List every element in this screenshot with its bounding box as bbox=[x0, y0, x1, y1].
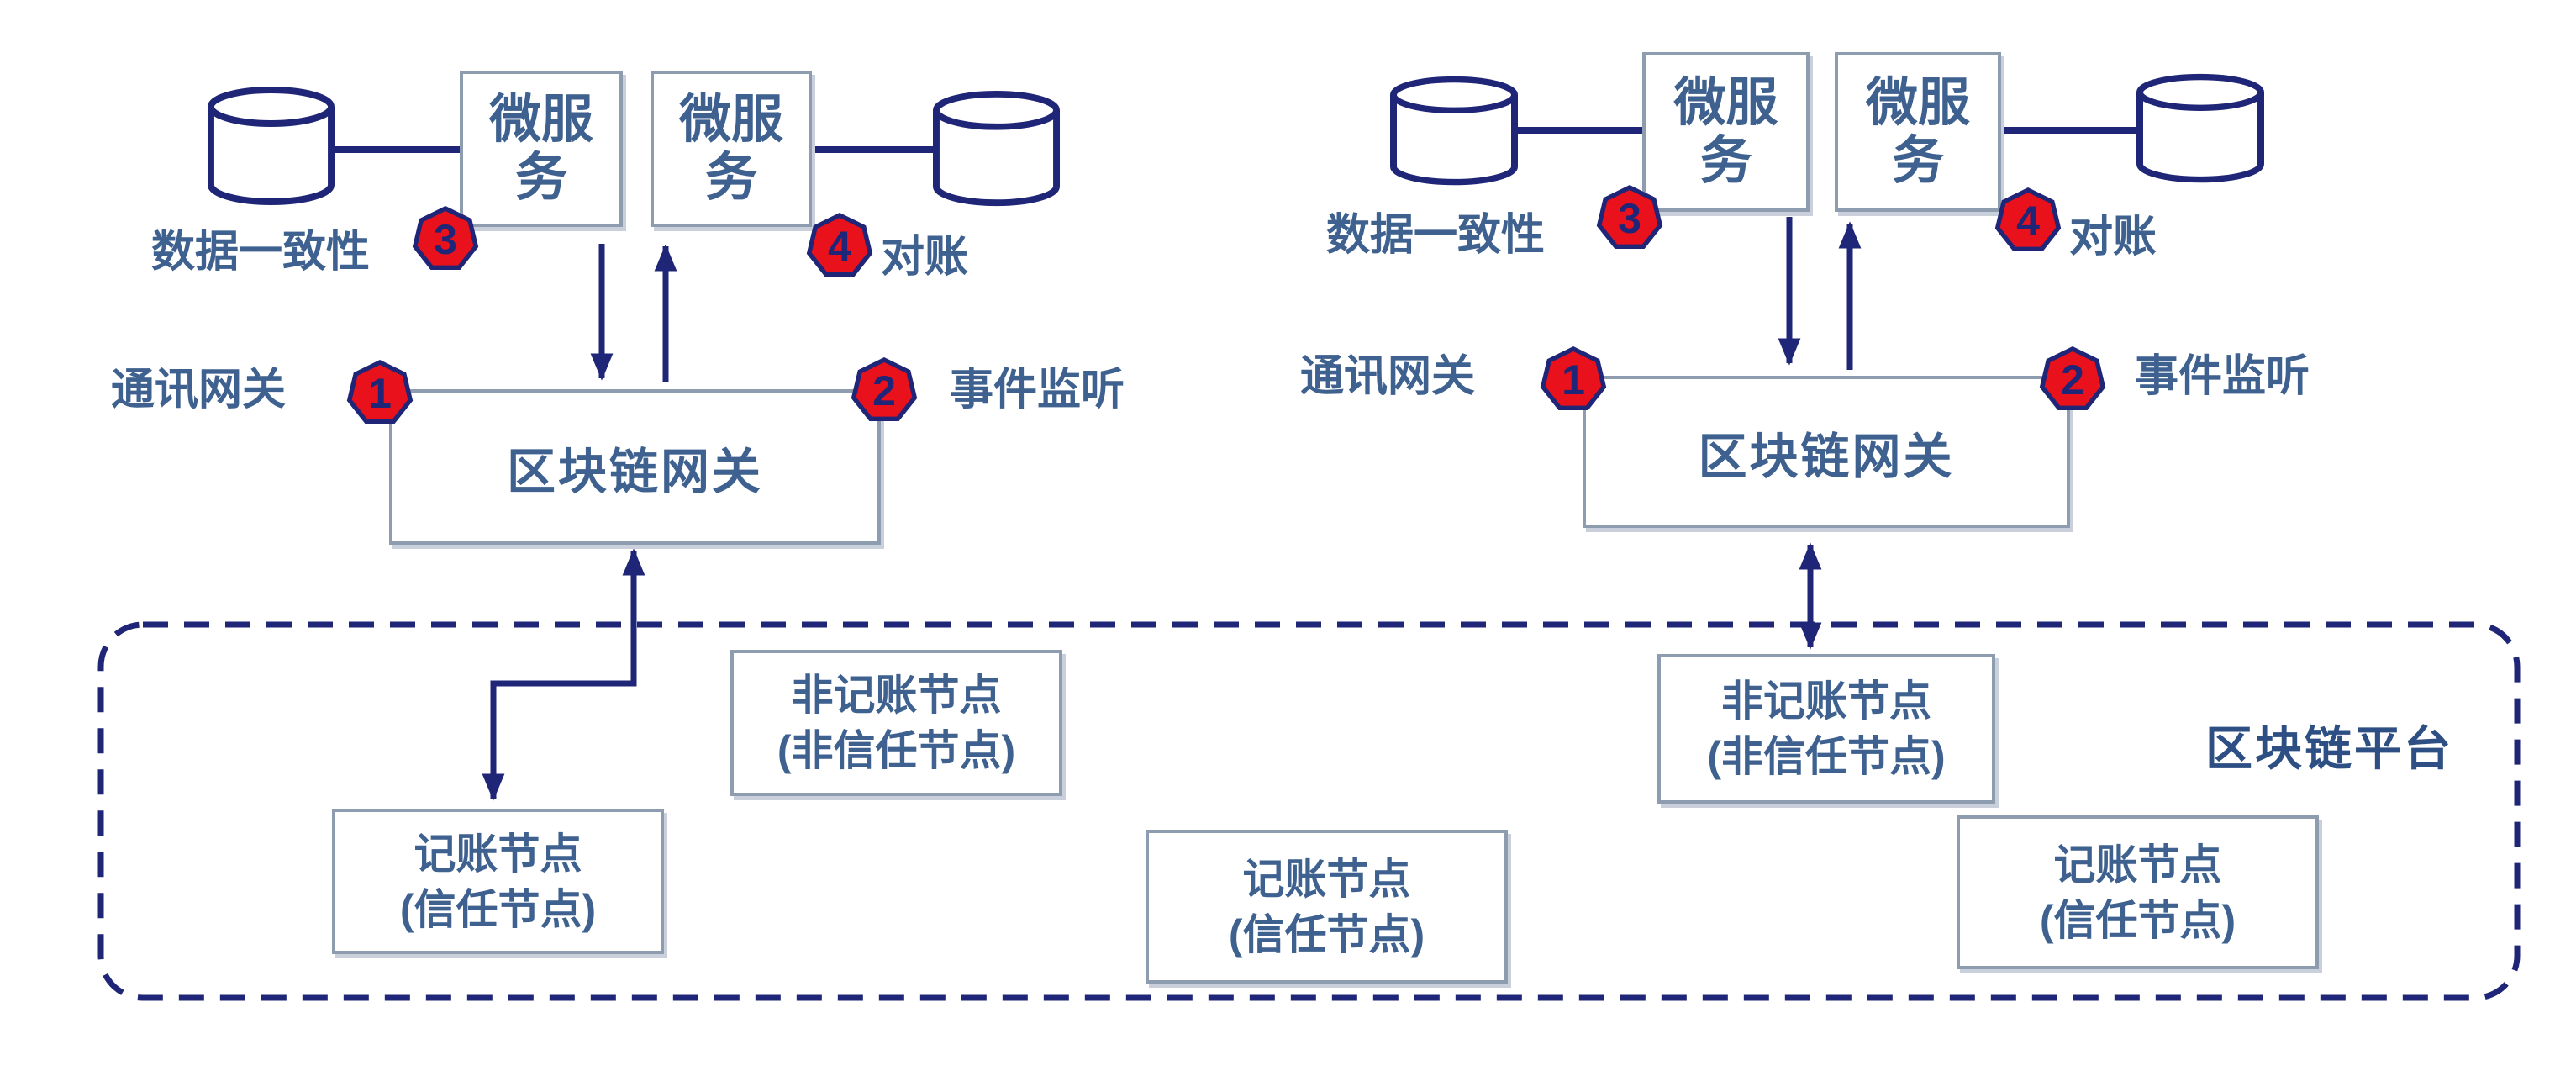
left-badge-4-number: 4 bbox=[828, 223, 851, 270]
left-badge-2-number: 2 bbox=[872, 367, 896, 414]
center-accounting-node-box: 记账节点 (信任节点) bbox=[1146, 830, 1508, 984]
right-gateway-box: 区块链网关 bbox=[1583, 376, 2070, 528]
left-microservice-box-2: 微服 务 bbox=[651, 71, 812, 227]
left-accounting-node-label: 记账节点 (信任节点) bbox=[399, 830, 597, 933]
right-microservice-box-1: 微服 务 bbox=[1642, 52, 1810, 212]
left-non-accounting-node-label: 非记账节点 (非信任节点) bbox=[777, 672, 1016, 774]
left-label-comm-gateway: 通讯网关 bbox=[111, 366, 287, 414]
left-badge-1: 1 bbox=[346, 360, 414, 427]
left-badge-3: 3 bbox=[412, 206, 479, 273]
left-badge-4: 4 bbox=[806, 213, 873, 280]
left-accounting-node-box: 记账节点 (信任节点) bbox=[332, 809, 664, 954]
left-microservice-1-label: 微服 务 bbox=[488, 90, 593, 207]
right-database-2-icon bbox=[2135, 73, 2266, 185]
left-label-data-consistency: 数据一致性 bbox=[151, 228, 371, 277]
left-microservice-2-label: 微服 务 bbox=[678, 90, 783, 207]
right-badge-1-number: 1 bbox=[1562, 356, 1585, 404]
left-gateway-accounting-connector bbox=[482, 548, 645, 801]
left-database-2-icon bbox=[931, 90, 1061, 208]
right-accounting-node-box: 记账节点 (信任节点) bbox=[1957, 815, 2319, 969]
right-badge-4-number: 4 bbox=[2016, 198, 2040, 245]
left-database-1-icon bbox=[206, 86, 336, 208]
right-badge-2-number: 2 bbox=[2061, 356, 2084, 404]
left-gateway-label: 区块链网关 bbox=[506, 444, 763, 499]
left-non-accounting-node-box: 非记账节点 (非信任节点) bbox=[730, 650, 1062, 796]
right-badge-3: 3 bbox=[1596, 185, 1663, 252]
right-label-data-consistency: 数据一致性 bbox=[1326, 211, 1546, 260]
platform-dashed-boundary bbox=[97, 621, 2521, 1001]
right-accounting-node-label: 记账节点 (信任节点) bbox=[2039, 841, 2236, 944]
left-microservice-box-1: 微服 务 bbox=[460, 71, 623, 227]
right-label-comm-gateway: 通讯网关 bbox=[1300, 352, 1476, 401]
right-microservice-2-label: 微服 务 bbox=[1865, 73, 1970, 190]
right-non-accounting-node-box: 非记账节点 (非信任节点) bbox=[1657, 654, 1995, 804]
right-non-accounting-node-label: 非记账节点 (非信任节点) bbox=[1707, 678, 1946, 780]
left-badge-3-number: 3 bbox=[434, 216, 457, 263]
left-badge-1-number: 1 bbox=[368, 370, 392, 417]
left-badge-2: 2 bbox=[851, 357, 918, 425]
right-label-event-listening: 事件监听 bbox=[2135, 352, 2310, 401]
right-badge-2: 2 bbox=[2039, 346, 2106, 414]
right-microservice-1-label: 微服 务 bbox=[1673, 73, 1778, 190]
right-label-reconciliation: 对账 bbox=[2069, 213, 2157, 261]
center-accounting-node-label: 记账节点 (信任节点) bbox=[1228, 855, 1425, 958]
right-badge-4: 4 bbox=[1994, 187, 2062, 255]
right-microservice-box-2: 微服 务 bbox=[1835, 52, 2001, 212]
right-gateway-label: 区块链网关 bbox=[1698, 429, 1955, 484]
left-gateway-box: 区块链网关 bbox=[389, 389, 881, 545]
right-badge-1: 1 bbox=[1540, 346, 1607, 414]
right-badge-3-number: 3 bbox=[1618, 195, 1641, 242]
platform-label: 区块链平台 bbox=[2205, 722, 2453, 775]
right-database-1-icon bbox=[1388, 76, 1520, 187]
left-label-event-listening: 事件监听 bbox=[950, 366, 1125, 414]
left-label-reconciliation: 对账 bbox=[881, 233, 969, 282]
